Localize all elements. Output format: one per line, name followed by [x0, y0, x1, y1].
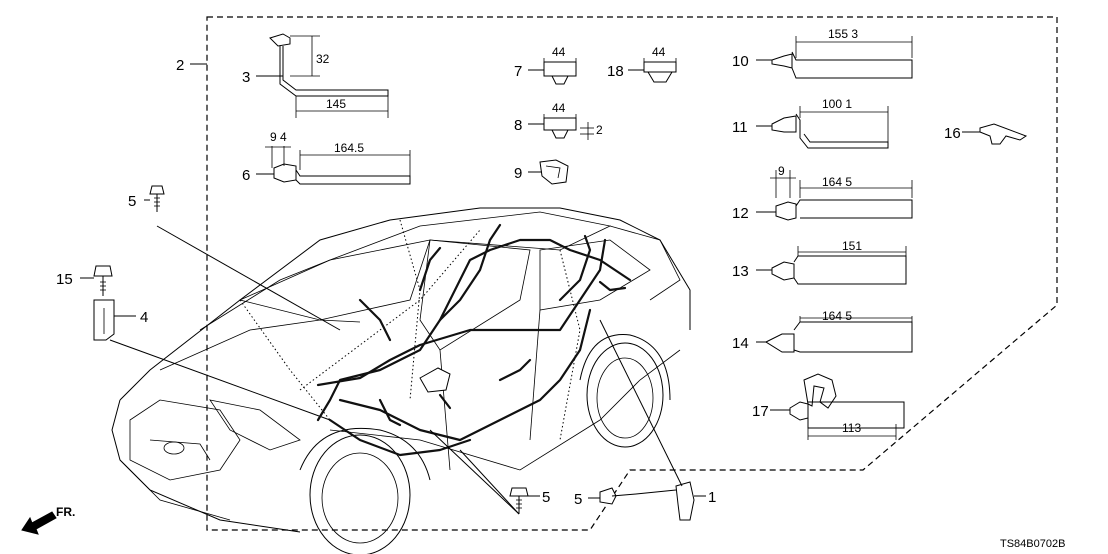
- dim-p8-width: 44: [552, 101, 566, 115]
- part-8: [528, 114, 594, 140]
- dim-p13-length: 151: [842, 239, 862, 253]
- dim-p12-offset: 9: [778, 164, 785, 178]
- callout-10: 10: [732, 53, 749, 70]
- part-15: [962, 123, 1028, 145]
- part-14: [756, 316, 913, 353]
- dim-p8-height: 2: [596, 123, 603, 137]
- dim-p12-length: 164 5: [822, 175, 852, 189]
- part-10: [756, 36, 913, 79]
- dim-p6-offset: 9 4: [270, 130, 287, 144]
- callout-11: 11: [732, 119, 748, 136]
- callout-3: 3: [242, 69, 250, 86]
- part-9: [528, 159, 569, 185]
- part-5-bolt-right: [588, 487, 637, 505]
- wire-harness: [316, 223, 632, 457]
- callout-12: 12: [732, 205, 749, 222]
- part-17: [770, 373, 905, 440]
- callout-2: 2: [176, 57, 184, 74]
- callout-5-right: 5: [574, 491, 582, 508]
- part-16-bolt: [80, 265, 113, 296]
- dim-p3-length: 145: [326, 97, 346, 111]
- dim-p14-length: 164 5: [822, 309, 852, 323]
- callout-16: 15: [56, 271, 73, 288]
- part-5-bolt-left: [144, 185, 341, 331]
- dim-p10-length: 155 3: [828, 27, 858, 41]
- callout-4: 4: [140, 309, 148, 326]
- part-4-bracket: [93, 299, 331, 421]
- part-1-bracket: [599, 319, 706, 521]
- car-body: [111, 207, 691, 554]
- dim-p11-length: 100 1: [822, 97, 852, 111]
- dim-p17-length: 113: [842, 421, 861, 435]
- part-13: [756, 246, 907, 285]
- part-12: [756, 170, 913, 221]
- part-7: [528, 58, 577, 85]
- dim-p6-length: 164.5: [334, 141, 364, 155]
- callout-7: 7: [514, 63, 522, 80]
- callout-1: 1: [708, 489, 716, 506]
- callout-5-bottom: 5: [542, 489, 550, 506]
- part-11: [756, 106, 889, 149]
- dim-p7-width: 44: [552, 45, 566, 59]
- callout-5-left: 5: [128, 193, 136, 210]
- callout-13: 13: [732, 263, 749, 280]
- callout-18: 18: [607, 63, 624, 80]
- callout-8: 8: [514, 117, 522, 134]
- part-6: [256, 146, 411, 185]
- front-direction-arrow: [21, 511, 57, 535]
- callout-6: 6: [242, 167, 250, 184]
- part-3: [256, 33, 389, 118]
- dim-p3-height: 32: [316, 52, 330, 66]
- front-label: FR.: [56, 505, 75, 519]
- kit-boundary: [206, 16, 1058, 531]
- callout-9: 9: [514, 165, 522, 182]
- diagram-code: TS84B0702B: [1000, 538, 1065, 550]
- part-5-bolt-bottom: [429, 429, 540, 515]
- callout-15: 16: [944, 125, 961, 142]
- part-18: [628, 58, 677, 83]
- callout-14: 14: [732, 335, 749, 352]
- dim-p18-width: 44: [652, 45, 666, 59]
- callout-17: 17: [752, 403, 769, 420]
